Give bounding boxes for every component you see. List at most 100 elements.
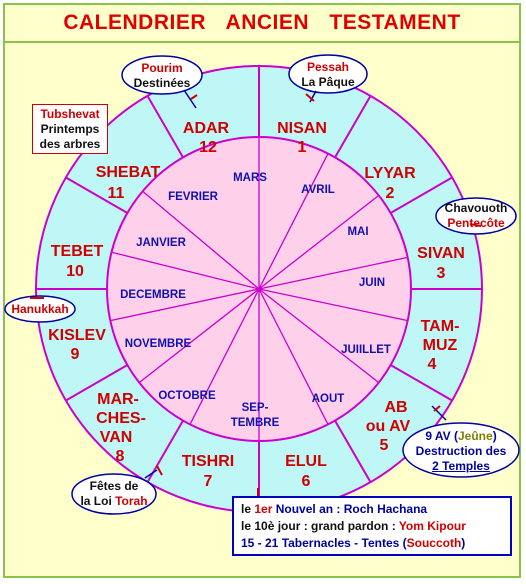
hebrew-month-marchesvan-1: MAR- xyxy=(97,391,139,408)
pourim-tick xyxy=(190,94,198,100)
chavouoth-callout: Chavouoth Pentecôte xyxy=(438,201,514,231)
hebrew-month-adar-number: 12 xyxy=(199,139,217,156)
ninth-av-tick xyxy=(433,405,441,412)
torah-tick xyxy=(156,465,163,476)
hanukkah-callout: Hanukkah xyxy=(11,302,69,316)
pourim-pointer xyxy=(183,89,197,109)
month-mars: MARS xyxy=(233,172,267,184)
ninth-av-callout: 9 AV (Jeûne) Destruction des 2 Temples xyxy=(404,429,518,474)
ring-divider xyxy=(65,176,128,214)
ninth-av-day: 9 AV xyxy=(425,429,451,443)
inner-spoke xyxy=(258,194,380,290)
pessah-tick xyxy=(305,93,315,102)
hebrew-month-marchesvan-3: VAN xyxy=(100,429,133,446)
hanukkah-bubble xyxy=(4,295,76,323)
pessah-label: Pessah xyxy=(306,60,350,74)
pessah-callout: Pessah La Pâque xyxy=(292,60,364,90)
month-septembre-2: TEMBRE xyxy=(231,417,280,429)
hebrew-month-tishri: TISHRI xyxy=(182,453,234,470)
month-janvier: JANVIER xyxy=(136,237,187,249)
hebrew-month-elul-number: 6 xyxy=(302,473,311,490)
pessah-pointer xyxy=(309,90,317,103)
inner-spoke xyxy=(258,288,329,425)
hebrew-month-kislev: KISLEV xyxy=(48,327,106,344)
torah-pointer xyxy=(144,469,158,479)
ring-divider xyxy=(146,95,184,158)
note-roch-hachana: le 1er Nouvel an : Roch Hachana xyxy=(241,501,510,518)
ninth-av-count: 2 xyxy=(432,459,439,473)
hebrew-month-shebat: SHEBAT xyxy=(96,164,161,181)
torah-bubble xyxy=(71,473,157,515)
pourim-callout: Pourim Destinées xyxy=(127,61,197,91)
torah-word: Torah xyxy=(115,494,148,508)
month-mai: MAI xyxy=(347,226,368,238)
month-avril: AVRIL xyxy=(301,184,335,196)
month-fevrier: FEVRIER xyxy=(168,191,219,203)
hebrew-month-lyyar: LYYAR xyxy=(364,165,416,182)
hebrew-month-elul: ELUL xyxy=(285,453,327,470)
hebrew-month-av-2: ou AV xyxy=(366,418,411,435)
chavouoth-bubble xyxy=(435,197,517,235)
month-septembre-1: SEP- xyxy=(242,402,269,414)
torah-line2: la Loi xyxy=(80,494,116,508)
hebrew-month-sivan-number: 3 xyxy=(437,265,446,282)
note-yom-kipour: le 10è jour : grand pardon : Yom Kipour xyxy=(241,518,510,535)
hebrew-month-marchesvan-2: CHES- xyxy=(96,410,146,427)
hebrew-month-marchesvan-number: 8 xyxy=(116,448,125,465)
torah-line1: Fêtes de xyxy=(89,479,139,493)
note-yom-kipour-text: le 10è jour : grand pardon : xyxy=(241,519,399,533)
note-souccoth: 15 - 21 Tabernacles - Tentes (Souccoth) xyxy=(241,535,510,552)
hebrew-month-av-number: 5 xyxy=(380,437,389,454)
ring-divider xyxy=(65,364,128,402)
note-souccoth-close: ) xyxy=(461,536,466,550)
ninth-av-jeune: Jeûne xyxy=(458,429,493,443)
note-souccoth-text: 15 - 21 Tabernacles - Tentes ( xyxy=(241,536,407,550)
chavouoth-label: Chavouoth xyxy=(444,201,508,215)
spokes xyxy=(36,66,482,512)
note-roch-hachana-text: Nouvel an : Roch Hachana xyxy=(272,502,428,516)
hebrew-month-tebet: TEBET xyxy=(51,243,104,260)
inner-spoke xyxy=(138,288,260,384)
tubshevat-meaning-2: des arbres xyxy=(39,137,101,151)
hebrew-month-shebat-number: 11 xyxy=(108,185,125,202)
ninth-av-line2: Destruction des xyxy=(415,444,507,458)
tubshevat-callout: Tubshevat Printemps des arbres xyxy=(32,104,108,154)
inner-spoke xyxy=(258,256,408,290)
hebrew-month-tammuz-1: TAM- xyxy=(421,318,460,335)
month-aout: AOUT xyxy=(312,393,345,405)
note-souccoth-name: Souccoth xyxy=(406,536,462,550)
torah-callout: Fêtes de la Loi Torah xyxy=(74,479,154,509)
hebrew-month-lyyar-number: 2 xyxy=(386,185,395,202)
page-title: CALENDRIER ANCIEN TESTAMENT xyxy=(5,5,519,43)
ring-divider xyxy=(390,364,453,402)
month-novembre: NOVEMBRE xyxy=(125,338,192,350)
inner-spoke xyxy=(189,288,260,425)
inner-spoke xyxy=(111,251,260,290)
chavouoth-tick xyxy=(469,223,482,227)
pourim-bubble xyxy=(121,55,203,95)
pessah-bubble xyxy=(288,54,368,94)
tubshevat-label: Tubshevat xyxy=(40,107,100,121)
inner-spoke xyxy=(142,190,260,290)
month-juin: JUIN xyxy=(359,277,385,289)
month-decembre: DECEMBRE xyxy=(120,289,186,301)
inner-spoke xyxy=(258,288,408,322)
ninth-av-temples: Temples xyxy=(438,459,490,473)
hebrew-month-tammuz-2: MUZ xyxy=(423,337,458,354)
hebrew-month-tammuz-number: 4 xyxy=(428,356,437,373)
pessah-meaning: La Pâque xyxy=(301,75,355,89)
pourim-label: Pourim xyxy=(141,61,183,75)
note-le: le xyxy=(241,502,252,516)
ninth-av-pointer xyxy=(431,405,447,421)
ninth-av-paren-open: ( xyxy=(450,429,458,443)
note-yom-kipour-name: Yom Kipour xyxy=(398,519,466,533)
hebrew-month-sivan: SIVAN xyxy=(417,245,465,262)
hebrew-month-kislev-number: 9 xyxy=(71,346,80,363)
inner-spoke xyxy=(258,288,380,384)
hebrew-month-av-1: AB xyxy=(384,399,407,416)
feast-notes: le 1er Nouvel an : Roch Hachana le 10è j… xyxy=(232,496,512,556)
ring-divider xyxy=(334,420,372,483)
chavouoth-meaning: Pentecôte xyxy=(447,216,505,230)
month-juillet: JUIILLET xyxy=(341,344,391,356)
